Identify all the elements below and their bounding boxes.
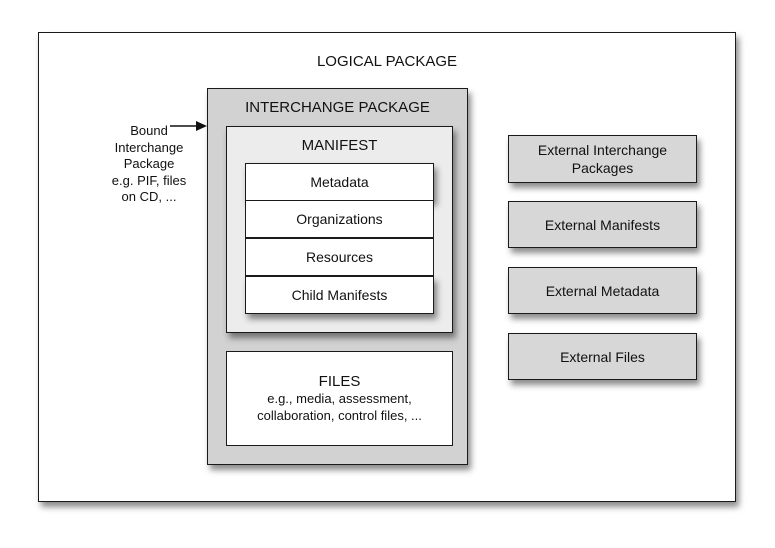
bound-label-line: Bound	[130, 123, 168, 138]
files-desc-line: e.g., media, assessment,	[267, 391, 412, 406]
external-manifests-box: External Manifests	[508, 201, 697, 248]
bound-label-line: on CD, ...	[121, 189, 177, 204]
manifest-item-label: Child Manifests	[291, 287, 388, 303]
external-files-box: External Files	[508, 333, 697, 380]
external-label-line: Packages	[571, 160, 634, 176]
manifest-item-organizations: Organizations	[245, 200, 434, 238]
manifest-item-resources: Resources	[245, 238, 434, 276]
external-label-line: External Manifests	[544, 216, 661, 233]
logical-package-title: LOGICAL PACKAGE	[316, 53, 458, 70]
manifest-item-child-manifests: Child Manifests	[245, 276, 434, 314]
files-title: FILES	[318, 373, 361, 390]
external-label-line: External Metadata	[545, 282, 660, 299]
bound-label-line: e.g. PIF, files	[111, 172, 187, 188]
manifest-item-metadata: Metadata	[245, 163, 434, 201]
bound-label-line: Package	[123, 156, 175, 171]
manifest-title: MANIFEST	[301, 137, 378, 154]
manifest-item-label: Metadata	[310, 174, 369, 190]
external-label-line: External Files	[560, 348, 645, 365]
external-interchange-packages-box: External Interchange Packages	[508, 135, 697, 183]
external-metadata-box: External Metadata	[508, 267, 697, 314]
bound-label-line: Interchange	[114, 139, 184, 155]
interchange-package-title: INTERCHANGE PACKAGE	[245, 99, 430, 116]
external-label-line: External Interchange	[537, 142, 668, 158]
files-desc-line: collaboration, control files, ...	[257, 408, 422, 423]
manifest-item-label: Resources	[306, 249, 373, 265]
arrow-icon	[170, 121, 207, 131]
bound-interchange-label: Bound Interchange Package e.g. PIF, file…	[99, 123, 199, 206]
manifest-item-label: Organizations	[296, 211, 383, 227]
files-box: FILES e.g., media, assessment, collabora…	[226, 351, 453, 446]
